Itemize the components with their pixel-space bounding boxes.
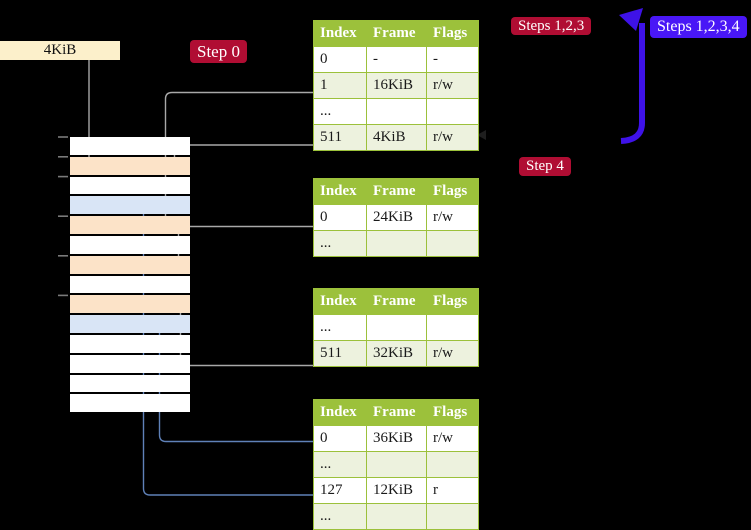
column-header: Flags — [426, 178, 479, 205]
table-cell — [366, 230, 427, 257]
steps-1234-badge: Steps 1,2,3,4 — [650, 16, 747, 38]
table-cell: 511 — [313, 340, 367, 367]
table-cell — [426, 314, 479, 341]
table-cell: ... — [313, 503, 367, 530]
memory-frame-row — [70, 334, 190, 353]
column-header: Flags — [426, 288, 479, 315]
table-cell: 0 — [313, 425, 367, 452]
table-cell: r/w — [426, 340, 479, 367]
table-cell: 1 — [313, 72, 367, 99]
memory-frame-row — [70, 255, 190, 274]
table-cell: 16KiB — [366, 72, 427, 99]
memory-frame-row — [70, 235, 190, 254]
column-header: Index — [313, 20, 367, 47]
step-0-badge: Step 0 — [190, 40, 247, 63]
column-header: Index — [313, 178, 367, 205]
table-cell: r/w — [426, 72, 479, 99]
step-4-badge: Step 4 — [519, 157, 571, 176]
column-header: Index — [313, 399, 367, 426]
memory-frame-row — [70, 176, 190, 195]
table-row: ... — [313, 451, 479, 478]
table-cell: 4KiB — [366, 124, 427, 151]
column-header: Frame — [366, 20, 427, 47]
table-cell — [426, 98, 479, 125]
table-cell: 511 — [313, 124, 367, 151]
memory-frame-row — [70, 295, 190, 314]
table-cell: 24KiB — [366, 204, 427, 231]
table-cell: 32KiB — [366, 340, 427, 367]
table-cell — [366, 451, 427, 478]
table-row: ... — [313, 98, 479, 125]
memory-frame-row — [70, 156, 190, 175]
table-cell: ... — [313, 314, 367, 341]
table-row: ... — [313, 314, 479, 341]
memory-frame-row — [70, 216, 190, 234]
physical-memory-column — [70, 137, 190, 413]
table-cell: r/w — [426, 124, 479, 151]
memory-frame-row — [70, 196, 190, 215]
table-cell: ... — [313, 451, 367, 478]
table-cell: ... — [313, 98, 367, 125]
table-cell: - — [366, 46, 427, 73]
memory-frame-row — [70, 374, 190, 393]
table-cell: r/w — [426, 425, 479, 452]
table-cell — [426, 230, 479, 257]
column-header: Flags — [426, 399, 479, 426]
steps-123-badge: Steps 1,2,3 — [511, 17, 592, 35]
table-cell: 127 — [313, 477, 367, 504]
table-cell — [426, 451, 479, 478]
table-cell — [366, 503, 427, 530]
table-cell — [426, 503, 479, 530]
recursive-loop-arrow — [619, 8, 645, 144]
table-cell: 0 — [313, 46, 367, 73]
column-header: Index — [313, 288, 367, 315]
memory-frame-row — [70, 315, 190, 333]
table-row: ... — [313, 503, 479, 530]
table-cell — [366, 98, 427, 125]
memory-frame-row — [70, 394, 190, 413]
table-cell: ... — [313, 230, 367, 257]
frame-size-label: 4KiB — [0, 41, 120, 60]
memory-frame-row — [70, 137, 190, 155]
table-cell: - — [426, 46, 479, 73]
table-cell: 12KiB — [366, 477, 427, 504]
column-header: Frame — [366, 399, 427, 426]
column-header: Frame — [366, 288, 427, 315]
memory-address-ticks — [58, 136, 68, 297]
memory-frame-row — [70, 275, 190, 294]
column-header: Frame — [366, 178, 427, 205]
column-header: Flags — [426, 20, 479, 47]
table-cell: 36KiB — [366, 425, 427, 452]
table-cell — [366, 314, 427, 341]
table-cell: r — [426, 477, 479, 504]
table-row: 0-- — [313, 46, 479, 73]
table-cell: 0 — [313, 204, 367, 231]
memory-frame-row — [70, 354, 190, 373]
table-row: ... — [313, 230, 479, 257]
table-cell: r/w — [426, 204, 479, 231]
